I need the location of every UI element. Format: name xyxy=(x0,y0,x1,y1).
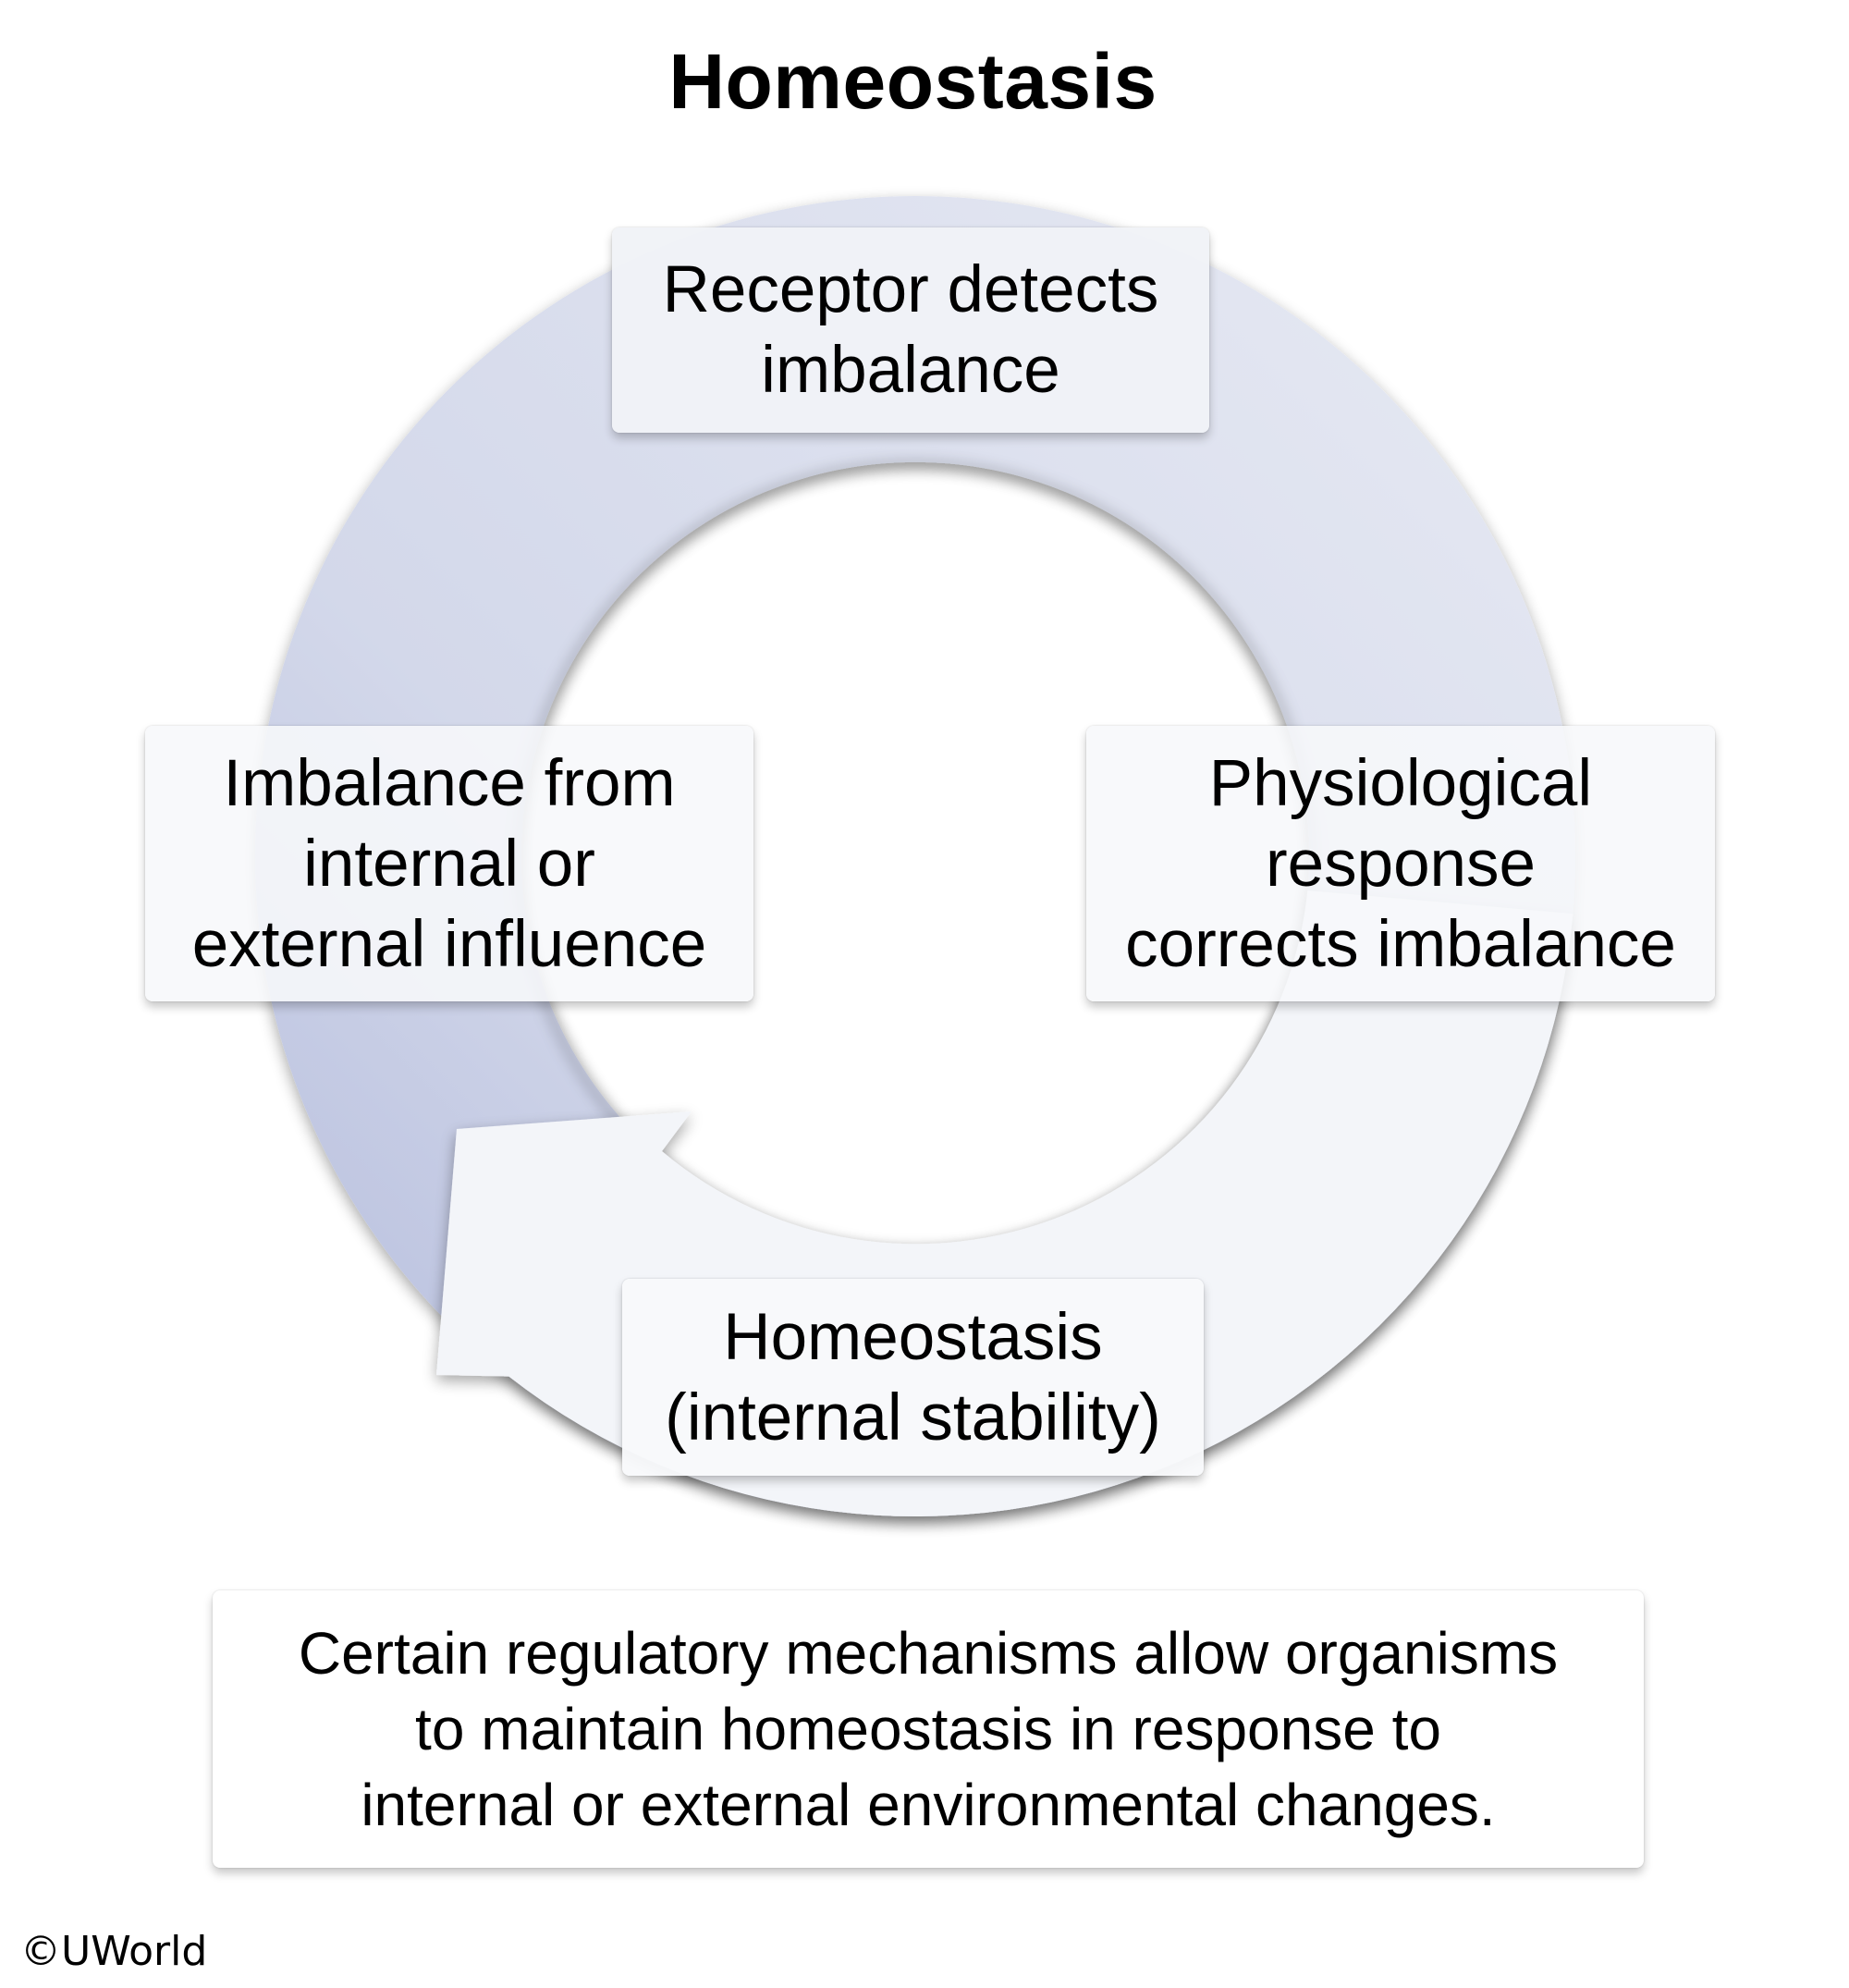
step-text-line: response xyxy=(1265,827,1537,901)
copyright-notice: ©UWorld xyxy=(20,1928,208,1975)
step-imbalance-influence: Imbalance from internal or external infl… xyxy=(145,726,753,1001)
caption-line: to maintain homeostasis in response to xyxy=(415,1696,1441,1762)
step-text-line: external influence xyxy=(191,907,707,981)
step-physiological-response: Physiological response corrects imbalanc… xyxy=(1086,726,1715,1001)
caption-box: Certain regulatory mechanisms allow orga… xyxy=(213,1590,1644,1868)
step-text-line: Homeostasis xyxy=(723,1300,1103,1374)
step-homeostasis: Homeostasis (internal stability) xyxy=(622,1279,1204,1476)
step-text-line: Physiological xyxy=(1208,746,1593,820)
step-text-line: Receptor detects xyxy=(662,253,1159,326)
caption-line: internal or external environmental chang… xyxy=(361,1772,1496,1838)
step-text-line: (internal stability) xyxy=(665,1381,1161,1454)
step-text-line: corrects imbalance xyxy=(1125,907,1676,981)
step-text-line: Imbalance from xyxy=(223,746,676,820)
caption-line: Certain regulatory mechanisms allow orga… xyxy=(298,1620,1559,1687)
step-text-line: internal or xyxy=(303,827,595,901)
diagram-title: Homeostasis xyxy=(668,38,1157,125)
step-text-line: imbalance xyxy=(761,334,1060,407)
step-receptor-detects: Receptor detects imbalance xyxy=(612,227,1209,433)
